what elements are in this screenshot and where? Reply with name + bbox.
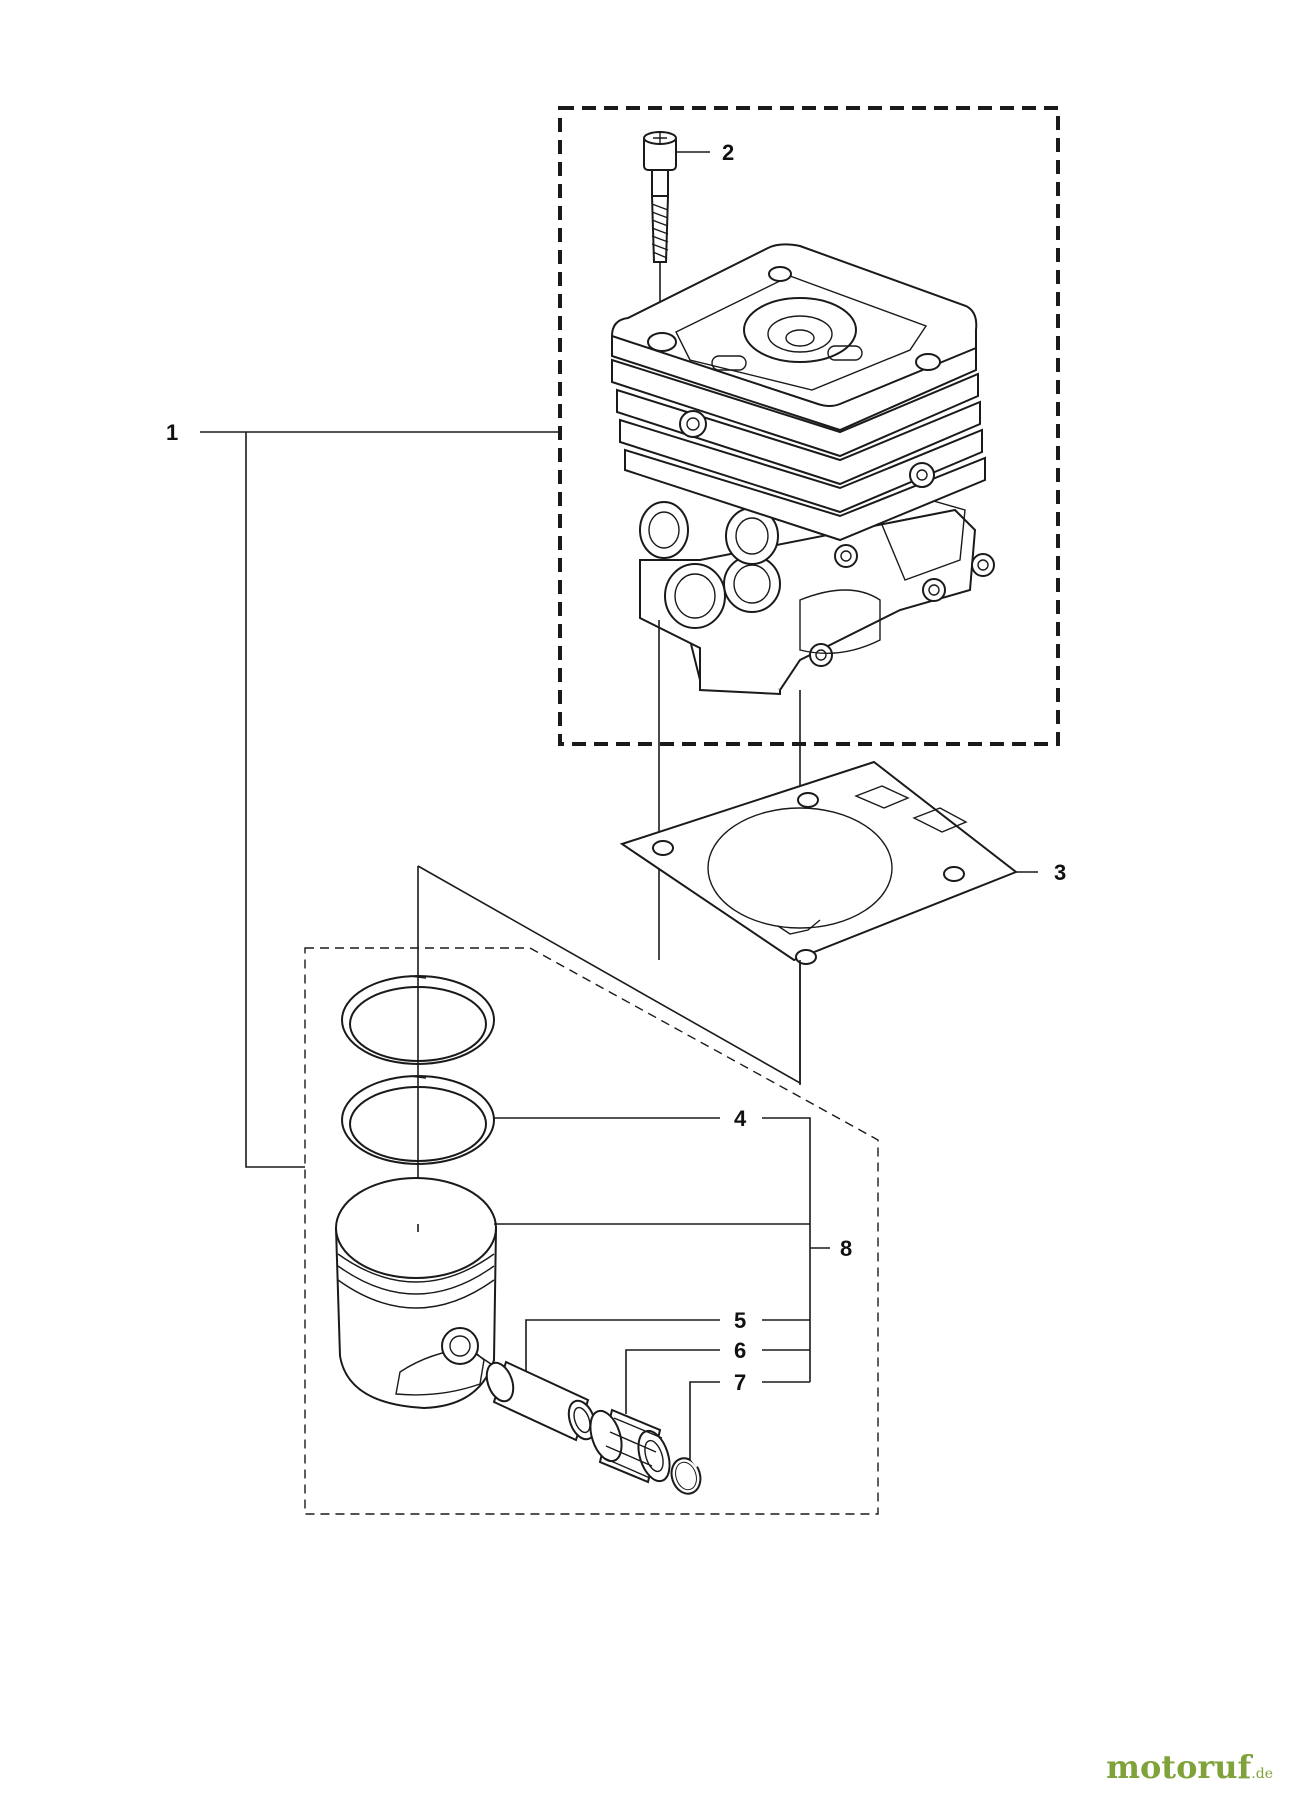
cylinder-base-gasket [619, 760, 1018, 965]
callout-4: 4 [734, 1106, 747, 1131]
cylinder-assembly-box [558, 106, 1060, 746]
watermark-text: motoruf [1106, 1748, 1252, 1786]
leader-7 [689, 1381, 720, 1460]
piston [334, 1177, 498, 1410]
cylinder [610, 243, 995, 696]
piston-kit-box [304, 947, 879, 1515]
circlip [670, 1456, 702, 1495]
callout-5: 5 [734, 1308, 746, 1333]
needle-bearing [589, 1408, 671, 1484]
piston-pin [485, 1360, 597, 1442]
callout-3: 3 [1054, 860, 1066, 885]
callout-6: 6 [734, 1338, 746, 1363]
leader-5 [525, 1319, 720, 1372]
leader-6 [625, 1349, 720, 1414]
watermark-logo: motoruf.de [1106, 1748, 1273, 1786]
callout-1: 1 [166, 420, 178, 445]
watermark-domain: .de [1251, 1766, 1273, 1782]
callout-8: 8 [840, 1236, 852, 1261]
callout-7: 7 [734, 1370, 746, 1395]
callout-2: 2 [722, 140, 734, 165]
cylinder-bolt [643, 131, 677, 340]
